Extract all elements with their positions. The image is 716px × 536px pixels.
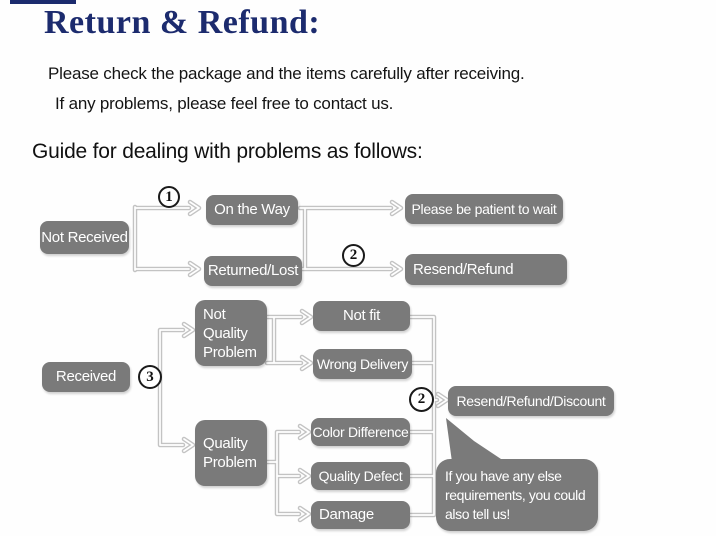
- flow-box-color-difference: Color Difference: [311, 418, 410, 446]
- intro-line-2: If any problems, please feel free to con…: [55, 94, 394, 113]
- flow-box-line: Quality: [203, 435, 248, 452]
- flow-box-wrong-delivery: Wrong Delivery: [313, 349, 412, 379]
- flow-box-line: Not: [203, 305, 226, 323]
- flow-box-quality-problem: Quality Problem: [195, 420, 267, 486]
- top-accent-bar: [10, 0, 76, 4]
- connector-lines-inner: [134, 201, 448, 521]
- step-marker-2-top: 2: [342, 244, 365, 267]
- flow-box-line: Problem: [203, 343, 257, 361]
- flow-box-resend-refund: Resend/Refund: [405, 254, 567, 285]
- flow-box-line: Problem: [203, 454, 257, 471]
- flow-box-resend-refund-discount: Resend/Refund/Discount: [448, 386, 614, 416]
- flow-box-line: Quality: [203, 324, 248, 342]
- note-speech-bubble: If you have any else requirements, you c…: [436, 459, 598, 531]
- flow-box-damage: Damage: [311, 501, 410, 529]
- step-marker-1: 1: [158, 186, 180, 208]
- note-line: also tell us!: [445, 505, 510, 522]
- flow-box-on-the-way: On the Way: [206, 195, 298, 225]
- intro-line-1: Please check the package and the items c…: [48, 64, 525, 83]
- flow-box-not-fit: Not fit: [313, 301, 410, 331]
- flow-box-quality-defect: Quality Defect: [311, 462, 410, 490]
- note-line: If you have any else: [445, 467, 562, 484]
- flow-box-returned-lost: Returned/Lost: [204, 256, 302, 286]
- page-title: Return & Refund:: [44, 4, 321, 41]
- step-marker-3: 3: [138, 365, 162, 389]
- note-line: requirements, you could: [445, 486, 586, 503]
- guide-heading: Guide for dealing with problems as follo…: [32, 140, 423, 163]
- flow-box-please-be-patient: Please be patient to wait: [405, 194, 563, 224]
- speech-bubble-tail: [446, 418, 504, 462]
- flow-box-received: Received: [42, 362, 130, 392]
- flow-box-not-received: Not Received: [40, 221, 129, 254]
- step-marker-2-bottom: 2: [409, 387, 434, 412]
- flow-box-not-quality-problem: Not Quality Problem: [195, 300, 267, 366]
